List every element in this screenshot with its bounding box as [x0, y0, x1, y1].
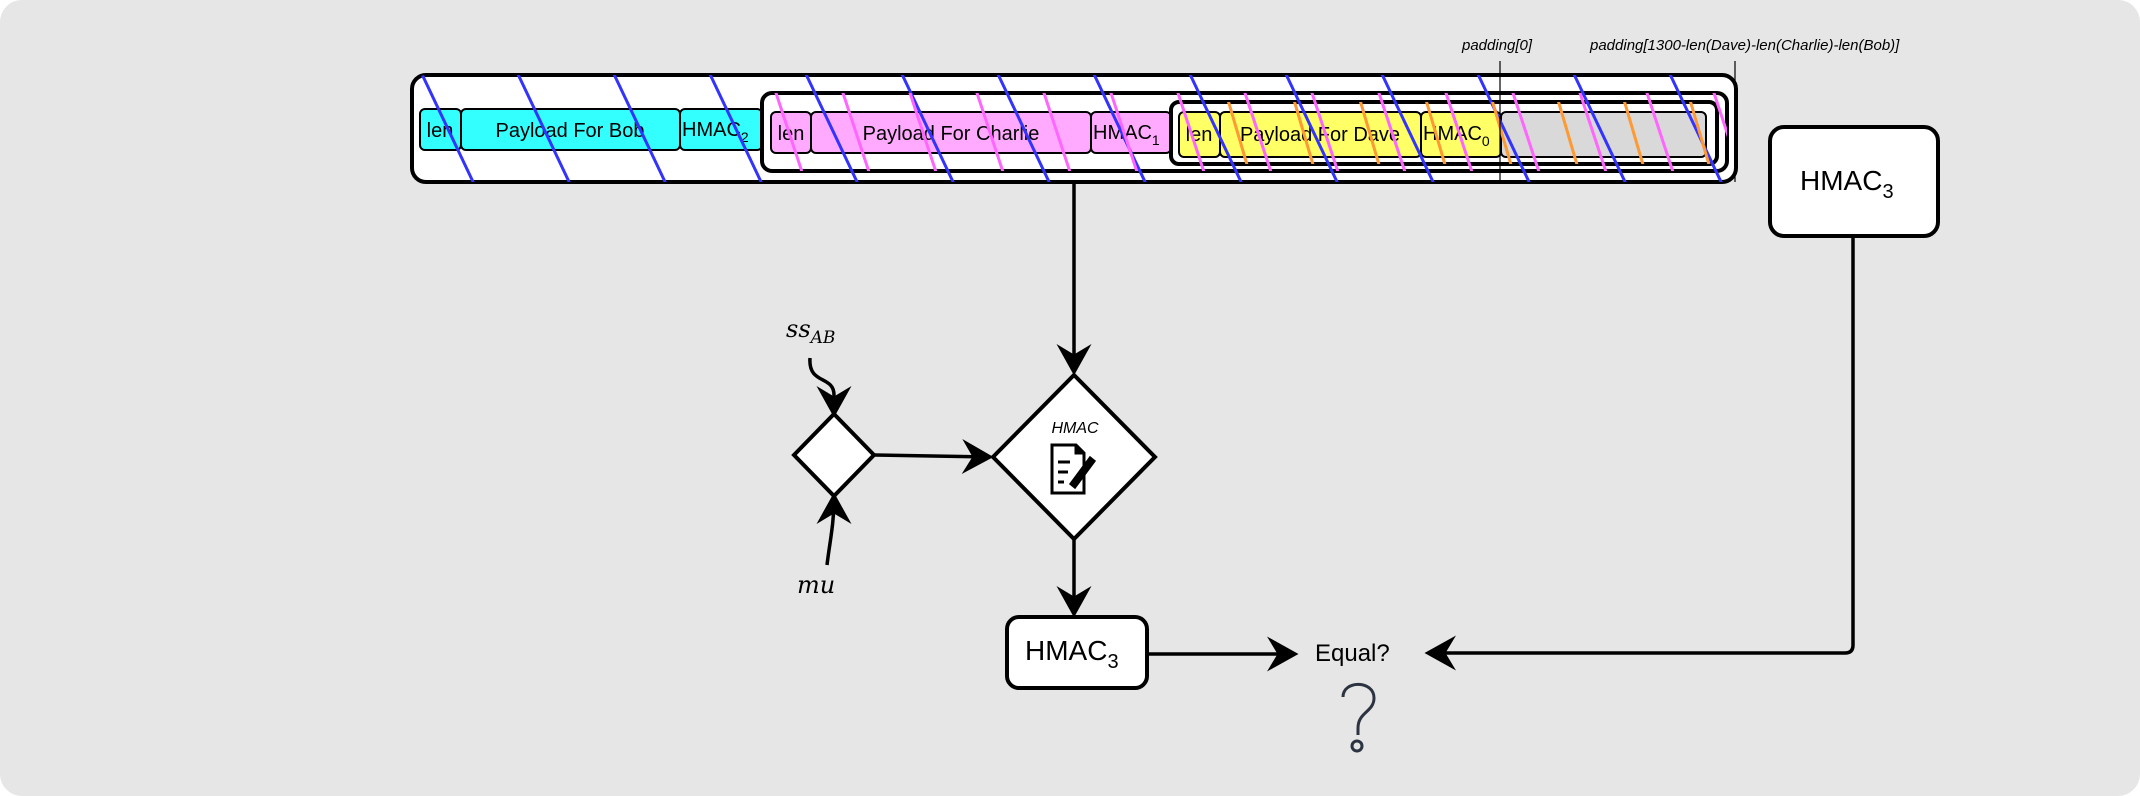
hatch-line-orange	[1622, 102, 1646, 164]
hatch-line-pink	[1175, 93, 1207, 171]
equal-label: Equal?	[1315, 640, 1390, 667]
bob-hmac-label: HMAC2	[682, 119, 749, 145]
hatch-line-blue	[514, 75, 573, 182]
document-sign-icon	[1050, 443, 1097, 495]
key-to-hmac-arrow	[873, 439, 994, 475]
hatch-line-blue	[610, 75, 669, 182]
mu-arrow	[816, 492, 852, 566]
hatch-line-orange	[1556, 102, 1580, 164]
ss-ab-label: ssAB	[786, 315, 835, 348]
key-derivation-diamond	[791, 411, 877, 499]
padding-end-label: padding[1300-len(Dave)-len(Charlie)-len(…	[1589, 37, 1900, 54]
hatch-line-orange	[1358, 102, 1382, 164]
hatch-line-orange	[1292, 102, 1316, 164]
hatch-line-blue	[1474, 75, 1533, 182]
ss-arrow	[808, 357, 852, 418]
hatch-line-orange	[1226, 102, 1250, 164]
hatch-line-pink	[1577, 93, 1609, 171]
hatch-line-pink	[1510, 93, 1542, 171]
hatch-line-blue	[1666, 75, 1725, 182]
hatch-line-pink	[840, 93, 872, 171]
dave-payload-label: Payload For Dave	[1240, 124, 1400, 146]
hmac-operation-node: HMAC	[990, 372, 1158, 542]
charlie-payload-label: Payload For Charlie	[863, 123, 1040, 145]
hatch-line-blue	[1282, 75, 1341, 182]
computed-hmac3-box	[1005, 615, 1149, 690]
hatch-line-blue	[802, 75, 861, 182]
hatch-line-blue	[1090, 75, 1149, 182]
computed-hmac3-label: HMAC3	[1025, 635, 1119, 673]
hatch-line-pink	[1041, 93, 1073, 171]
question-mark-icon	[1341, 682, 1376, 753]
hatch-line-blue	[1186, 75, 1245, 182]
hatch-line-blue	[418, 75, 477, 182]
encryption-hatching	[418, 75, 1727, 182]
received-to-equal-arrow	[1424, 236, 1855, 671]
hatch-line-blue	[1570, 75, 1629, 182]
bob-payload-label: Payload For Bob	[496, 120, 645, 142]
hatch-line-orange	[1688, 102, 1712, 164]
hatch-line-pink	[1376, 93, 1408, 171]
hatch-line-pink	[1108, 93, 1140, 171]
padding-start-label: padding[0]	[1461, 37, 1533, 54]
mu-label: mu	[797, 571, 835, 599]
hatch-line-blue	[898, 75, 957, 182]
hatch-line-blue	[706, 75, 765, 182]
hatch-line-blue	[994, 75, 1053, 182]
hatch-line-pink	[1644, 93, 1676, 171]
hatch-line-pink	[1443, 93, 1475, 171]
received-hmac3-label: HMAC3	[1800, 165, 1894, 203]
hatch-line-pink	[1711, 93, 1727, 171]
hatch-line-pink	[1242, 93, 1274, 171]
hatch-line-pink	[1309, 93, 1341, 171]
hatch-line-pink	[974, 93, 1006, 171]
hmac-node-label: HMAC	[1051, 420, 1099, 437]
hatch-line-orange	[1490, 102, 1514, 164]
hatch-line-pink	[773, 93, 805, 171]
hatch-line-orange	[1424, 102, 1448, 164]
hatch-line-pink	[907, 93, 939, 171]
hatch-line-blue	[1378, 75, 1437, 182]
